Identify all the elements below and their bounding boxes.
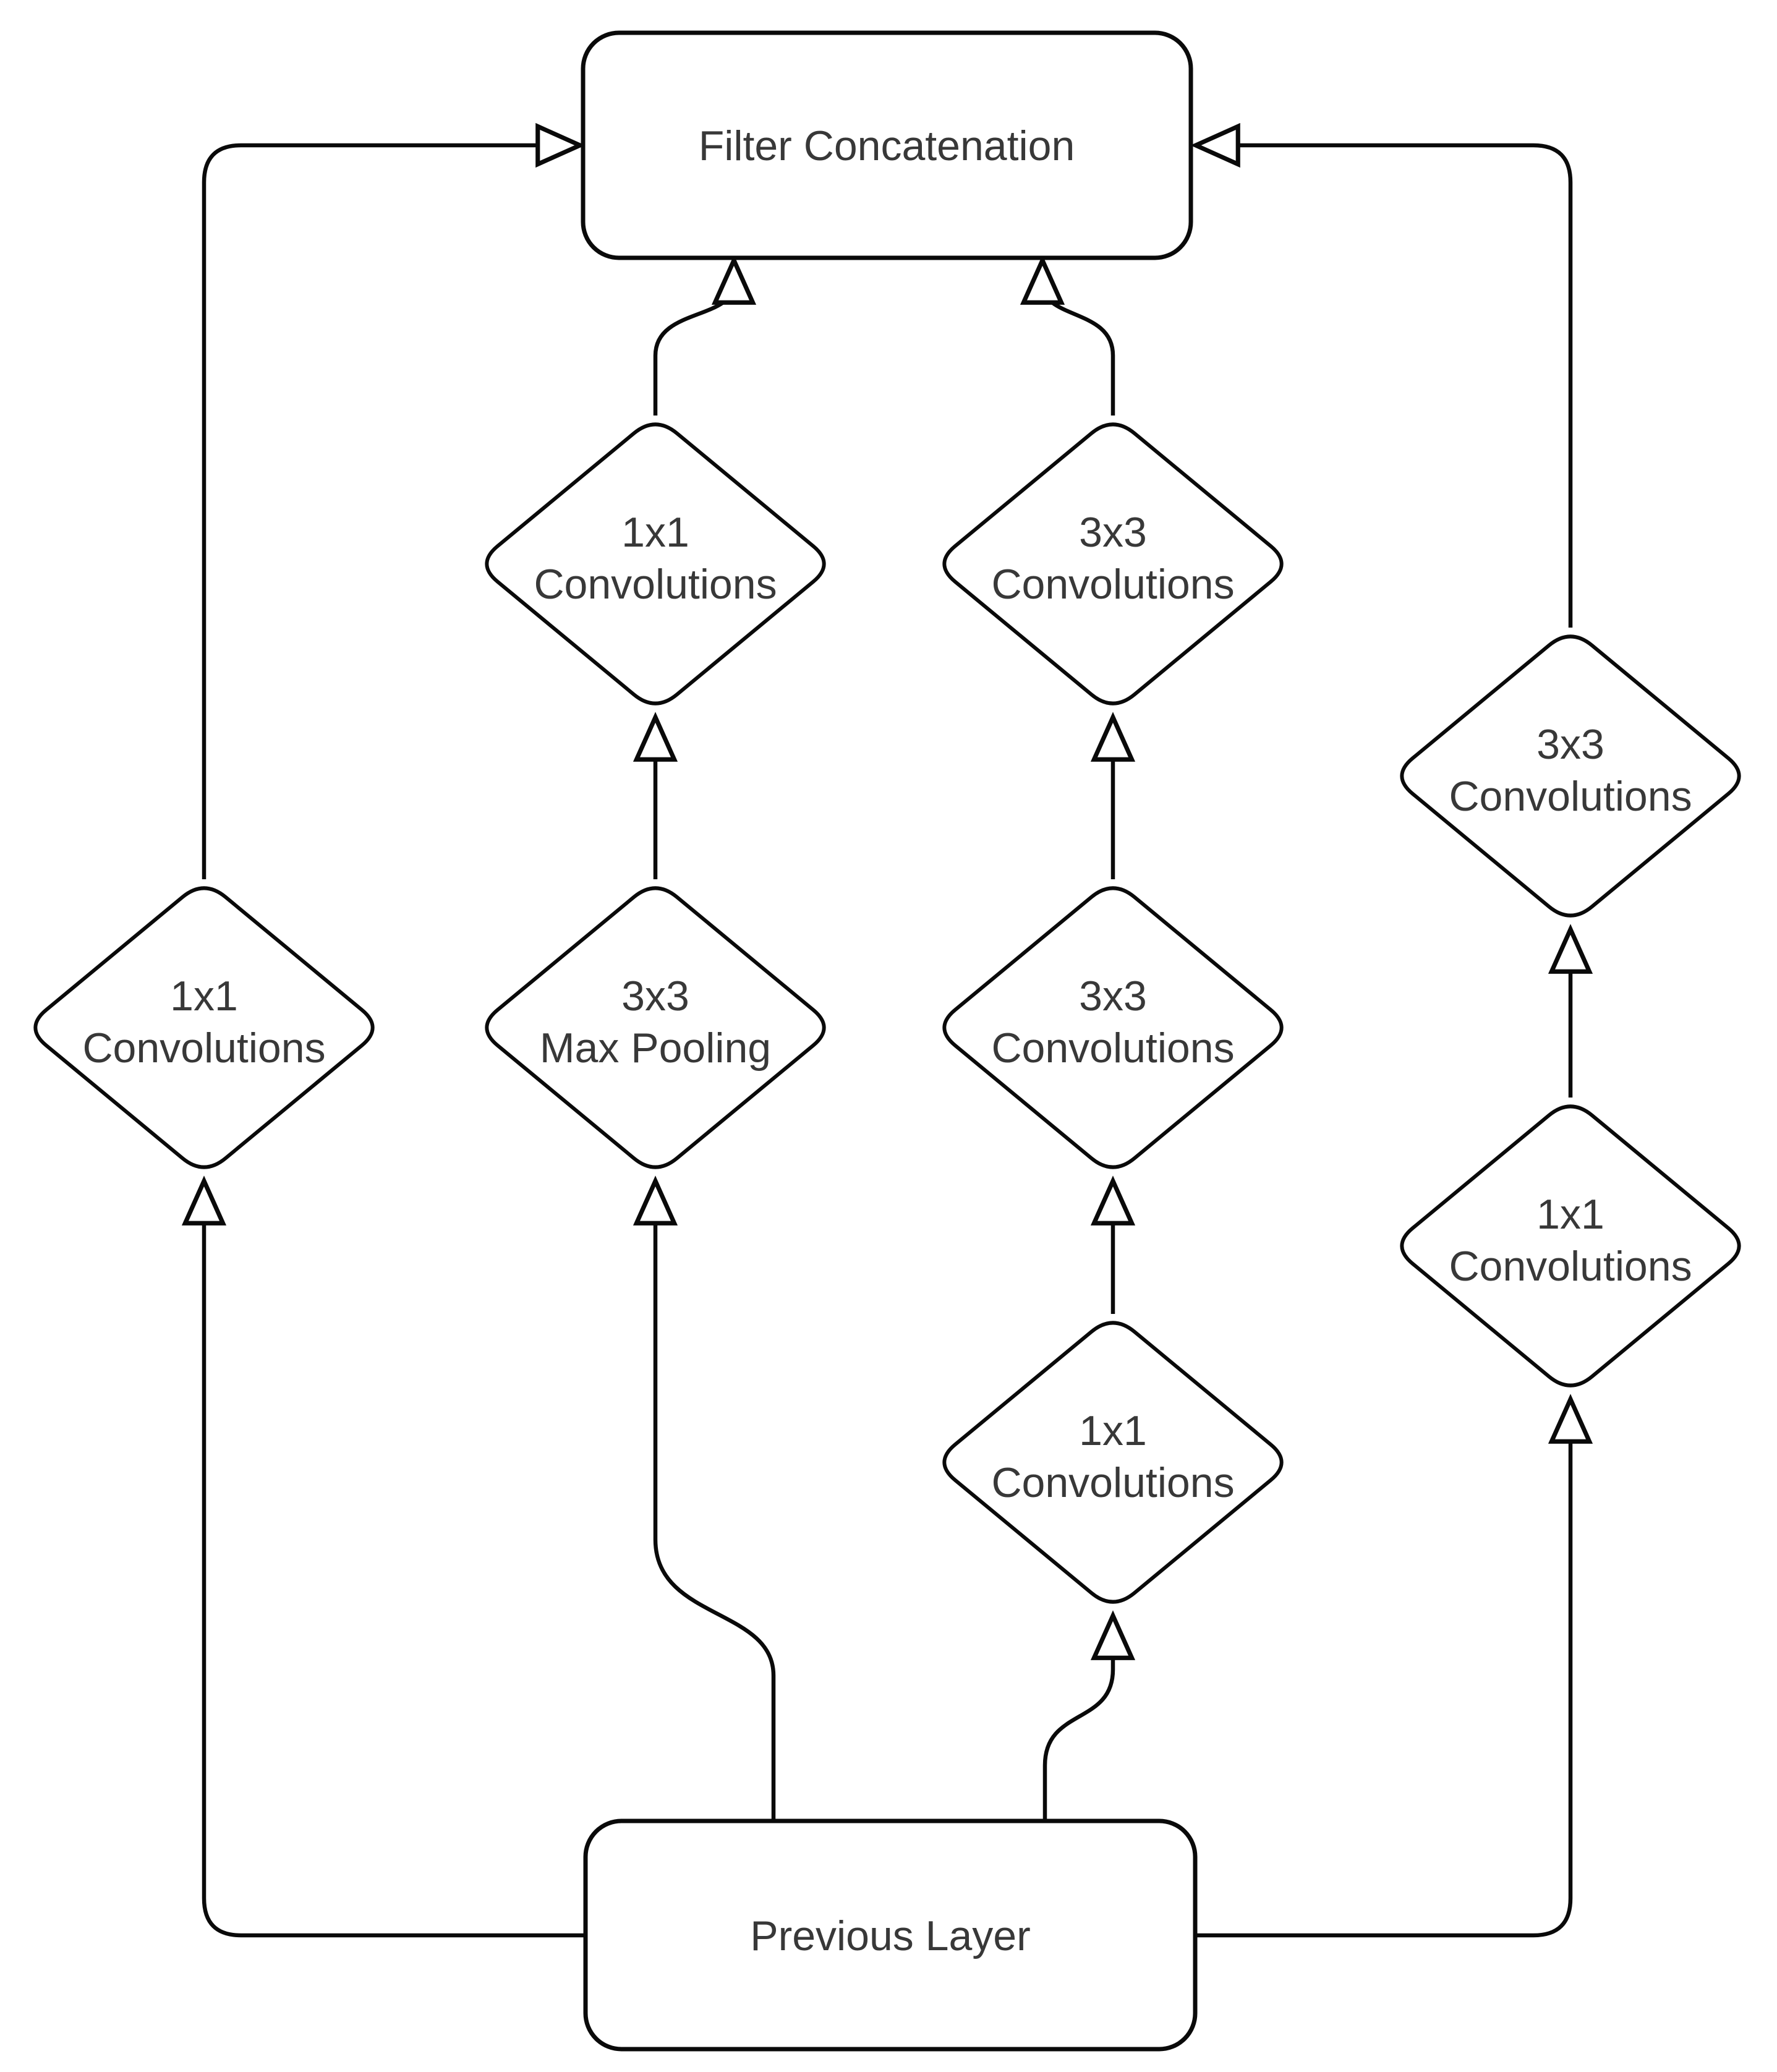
edge-previous-layer-to-branch4-conv1x1 bbox=[1195, 1394, 1593, 1938]
branch3-conv3x3-upper-type: Convolutions bbox=[991, 561, 1234, 608]
node-branch1-conv1x1: 1x1 Convolutions bbox=[33, 886, 375, 1169]
branch1-conv1x1-size: 1x1 bbox=[170, 973, 238, 1020]
branch3-conv3x3-upper-diamond bbox=[942, 422, 1284, 706]
previous-layer-box bbox=[583, 1818, 1198, 2052]
branch4-conv1x1-diamond bbox=[1400, 1104, 1741, 1388]
branch2-conv1x1-diamond bbox=[485, 422, 826, 706]
branch2-conv1x1-size: 1x1 bbox=[621, 509, 689, 556]
branch1-conv1x1-diamond bbox=[33, 886, 375, 1169]
branch4-conv3x3-size: 3x3 bbox=[1536, 721, 1604, 768]
branch3-conv1x1-size: 1x1 bbox=[1079, 1407, 1147, 1454]
node-branch3-conv3x3-upper: 3x3 Convolutions bbox=[942, 422, 1284, 706]
branch3-conv1x1-diamond bbox=[942, 1321, 1284, 1604]
branch4-conv1x1-type: Convolutions bbox=[1449, 1243, 1692, 1290]
node-branch3-conv3x3-mid: 3x3 Convolutions bbox=[942, 886, 1284, 1169]
branch2-maxpool-type: Max Pooling bbox=[540, 1025, 771, 1072]
edge-branch3-conv3x3-upper-to-filter-concatenation bbox=[1020, 255, 1115, 416]
edges bbox=[181, 122, 1593, 1938]
branch4-conv1x1-size: 1x1 bbox=[1536, 1191, 1604, 1238]
previous-layer-label: Previous Layer bbox=[750, 1912, 1031, 1959]
node-branch4-conv1x1: 1x1 Convolutions bbox=[1400, 1104, 1741, 1388]
branch3-conv3x3-mid-size: 3x3 bbox=[1079, 973, 1147, 1020]
edge-branch1-conv1x1-to-filter-concatenation bbox=[202, 122, 586, 879]
edge-branch4-conv3x3-to-filter-concatenation bbox=[1190, 122, 1573, 628]
node-filter-concatenation: Filter Concatenation bbox=[581, 30, 1193, 260]
branch4-conv3x3-diamond bbox=[1400, 634, 1741, 918]
nodes: Filter Concatenation Previous Layer 1x1 … bbox=[33, 30, 1741, 2052]
branch3-conv1x1-type: Convolutions bbox=[991, 1459, 1234, 1506]
branch4-conv3x3-type: Convolutions bbox=[1449, 773, 1692, 820]
node-branch3-conv1x1: 1x1 Convolutions bbox=[942, 1321, 1284, 1604]
filter-concatenation-label: Filter Concatenation bbox=[699, 122, 1075, 169]
branch3-conv3x3-mid-diamond bbox=[942, 886, 1284, 1169]
branch2-conv1x1-type: Convolutions bbox=[534, 561, 777, 608]
branch2-maxpool-diamond bbox=[485, 886, 826, 1169]
node-branch2-conv1x1: 1x1 Convolutions bbox=[485, 422, 826, 706]
filter-concatenation-box bbox=[581, 30, 1193, 260]
edge-previous-layer-to-branch3-conv1x1 bbox=[1042, 1610, 1136, 1821]
branch3-conv3x3-upper-size: 3x3 bbox=[1079, 509, 1147, 556]
branch1-conv1x1-type: Convolutions bbox=[82, 1025, 325, 1072]
node-previous-layer: Previous Layer bbox=[583, 1818, 1198, 2052]
node-branch4-conv3x3: 3x3 Convolutions bbox=[1400, 634, 1741, 918]
node-branch2-maxpool: 3x3 Max Pooling bbox=[485, 886, 826, 1169]
edge-previous-layer-to-branch1-conv1x1 bbox=[181, 1175, 586, 1938]
branch3-conv3x3-mid-type: Convolutions bbox=[991, 1025, 1234, 1072]
branch2-maxpool-size: 3x3 bbox=[621, 973, 689, 1020]
edge-previous-layer-to-branch2-maxpool bbox=[633, 1175, 776, 1821]
edge-branch2-conv1x1-to-filter-concatenation bbox=[653, 255, 757, 416]
